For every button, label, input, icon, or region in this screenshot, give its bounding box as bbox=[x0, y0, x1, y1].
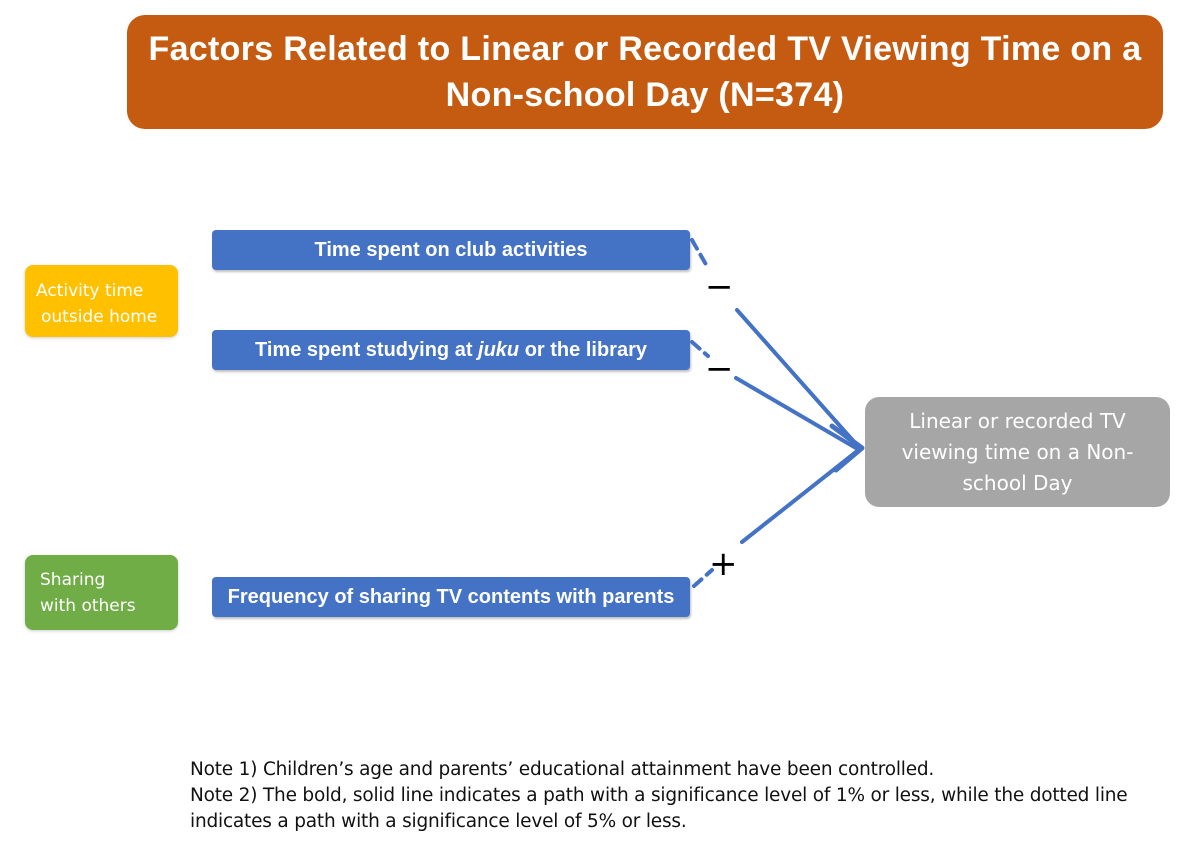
category-label-line: with others bbox=[40, 596, 136, 616]
path-line-sharing bbox=[692, 568, 714, 588]
path-line-juku bbox=[734, 376, 858, 450]
category-label-line: outside home bbox=[41, 307, 158, 327]
sign-negative-club: − bbox=[705, 267, 734, 307]
note-line: Note 1) Children’s age and parents’ educ… bbox=[190, 759, 935, 780]
factor-label: Time spent on club activities bbox=[314, 238, 588, 261]
diagram-title-banner: Factors Related to Linear or Recorded TV… bbox=[127, 15, 1163, 129]
path-line-club bbox=[690, 238, 710, 270]
path-line-juku bbox=[690, 340, 710, 358]
factor-sharing-tv: Frequency of sharing TV contents with pa… bbox=[212, 577, 690, 617]
category-sharing: Sharing with others bbox=[25, 555, 178, 630]
outcome-box: Linear or recorded TV viewing time on a … bbox=[865, 397, 1170, 507]
arrowhead-icon bbox=[829, 423, 865, 473]
path-line-club bbox=[735, 308, 858, 446]
note-line: Note 2) The bold, solid line indicates a… bbox=[190, 785, 1128, 806]
diagram-title: Factors Related to Linear or Recorded TV… bbox=[148, 30, 1142, 114]
sign-negative-juku: − bbox=[705, 349, 734, 389]
factor-club-activities: Time spent on club activities bbox=[212, 230, 690, 270]
category-label-line: Activity time bbox=[36, 281, 144, 301]
factor-juku-library: Time spent studying at juku or the libra… bbox=[212, 330, 690, 370]
note-line: indicates a path with a significance lev… bbox=[190, 811, 687, 832]
factor-label: Time spent studying at juku or the libra… bbox=[255, 338, 647, 361]
notes-block: Note 1) Children’s age and parents’ educ… bbox=[190, 757, 1180, 835]
category-activity-time: Activity time outside home bbox=[25, 265, 178, 337]
factor-label: Frequency of sharing TV contents with pa… bbox=[227, 585, 675, 608]
sign-positive-sharing: + bbox=[709, 544, 738, 584]
outcome-label: Linear or recorded TV viewing time on a … bbox=[901, 408, 1134, 495]
category-label-line: Sharing bbox=[40, 570, 106, 590]
